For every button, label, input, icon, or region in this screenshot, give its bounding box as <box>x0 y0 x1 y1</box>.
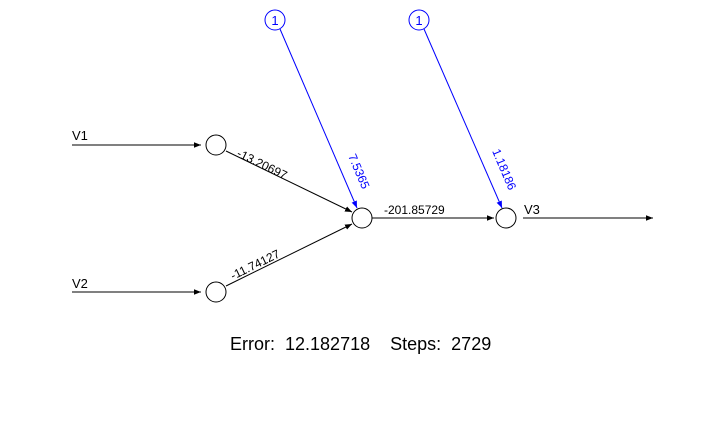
output-v3-label: V3 <box>524 202 540 217</box>
edge-v2-hidden <box>225 223 353 287</box>
input-v1-label: V1 <box>72 128 88 143</box>
bias-node-output-label: 1 <box>415 13 422 28</box>
bias-node-hidden-label: 1 <box>271 13 278 28</box>
weight-v1-hidden: -13.20697 <box>235 146 290 182</box>
steps-label: Steps: <box>390 334 441 354</box>
weight-bias-output: 1.18186 <box>489 147 519 193</box>
weight-hidden-output: -201.85729 <box>384 203 445 217</box>
edge-bias-output <box>423 28 503 209</box>
error-label: Error: <box>230 334 275 354</box>
input-node-v2 <box>205 281 227 303</box>
bias-node-output <box>408 9 430 31</box>
bias-node-hidden <box>264 9 286 31</box>
input-v2-label: V2 <box>72 276 88 291</box>
footer-stats: Error: 12.182718 Steps: 2729 <box>230 334 491 354</box>
input-node-v1 <box>205 134 227 156</box>
edge-bias-hidden <box>279 28 358 209</box>
output-node <box>495 207 517 229</box>
edge-v1-hidden <box>225 150 353 213</box>
weight-v2-hidden: -11.74127 <box>228 247 282 283</box>
hidden-node <box>351 207 373 229</box>
weight-bias-hidden: 7.5365 <box>345 152 372 192</box>
steps-value: 2729 <box>451 334 491 354</box>
error-value: 12.182718 <box>285 334 370 354</box>
